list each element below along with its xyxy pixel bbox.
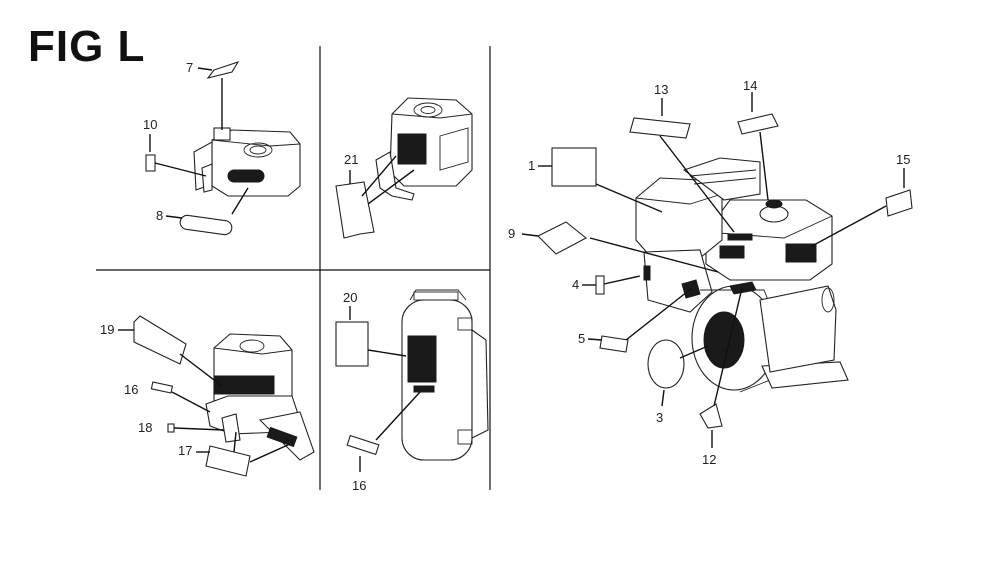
callout-5: 5 [578, 331, 585, 346]
decal-16-b [346, 434, 380, 456]
decal-20 [335, 321, 369, 367]
callout-15: 15 [896, 152, 910, 167]
callout-12: 12 [702, 452, 716, 467]
decal-13 [629, 117, 691, 139]
air-cleaner-assembly-b [375, 97, 473, 201]
engine-assembly [635, 157, 849, 393]
callout-21: 21 [344, 152, 358, 167]
decal-17 [205, 445, 251, 477]
leader-14 [759, 131, 769, 201]
decal-19 [133, 315, 187, 365]
decal-4 [595, 275, 605, 295]
leader-3-head [661, 389, 665, 407]
callout-20: 20 [343, 290, 357, 305]
part-18 [167, 423, 175, 433]
leader-5-head [587, 338, 603, 341]
decal-21 [335, 181, 375, 239]
decal-10 [145, 154, 156, 172]
leader-5 [625, 287, 693, 341]
leader-7-head [197, 67, 213, 71]
callout-18: 18 [138, 420, 152, 435]
leader-9-head [521, 233, 539, 237]
decal-8 [179, 214, 233, 236]
decal-5 [599, 335, 629, 353]
decal-9 [537, 221, 587, 255]
callout-3: 3 [656, 410, 663, 425]
callout-19: 19 [100, 322, 114, 337]
leader-19 [179, 353, 223, 387]
leader-18 [173, 427, 225, 431]
leader-8-head [165, 215, 183, 219]
callout-10: 10 [143, 117, 157, 132]
decal-1 [551, 147, 597, 187]
leader-17-b [249, 443, 291, 463]
air-cleaner-assembly-c [205, 333, 315, 461]
decal-16-a [150, 381, 174, 394]
leader-3 [679, 345, 709, 359]
leader-17-a [233, 431, 237, 453]
callout-14: 14 [743, 78, 757, 93]
leader-16-b [375, 391, 421, 441]
leader-12 [713, 287, 743, 407]
callout-17: 17 [178, 443, 192, 458]
decal-14 [737, 113, 779, 135]
decal-3 [647, 339, 685, 389]
decal-7 [206, 61, 240, 79]
leader-21-a [361, 155, 397, 197]
leader-4 [603, 275, 641, 285]
leader-1 [595, 183, 663, 213]
leader-20 [367, 349, 407, 357]
leader-9 [589, 237, 719, 273]
figure-title: FIG L [28, 22, 146, 71]
callout-1: 1 [528, 158, 535, 173]
callout-8: 8 [156, 208, 163, 223]
leader-10 [154, 162, 207, 177]
decal-15 [885, 189, 913, 217]
air-cleaner-assembly-a [193, 127, 301, 197]
callout-9: 9 [508, 226, 515, 241]
leader-13 [659, 135, 735, 233]
leader-16-a [171, 391, 211, 413]
callout-4: 4 [572, 277, 579, 292]
leader-8 [231, 187, 249, 215]
callout-16-middle: 16 [352, 478, 366, 493]
decal-12 [699, 403, 723, 429]
callout-16-left: 16 [124, 382, 138, 397]
callout-7: 7 [186, 60, 193, 75]
muffler-assembly [401, 289, 489, 461]
leader-21-b [367, 169, 415, 205]
leader-15 [811, 205, 887, 247]
callout-13: 13 [654, 82, 668, 97]
